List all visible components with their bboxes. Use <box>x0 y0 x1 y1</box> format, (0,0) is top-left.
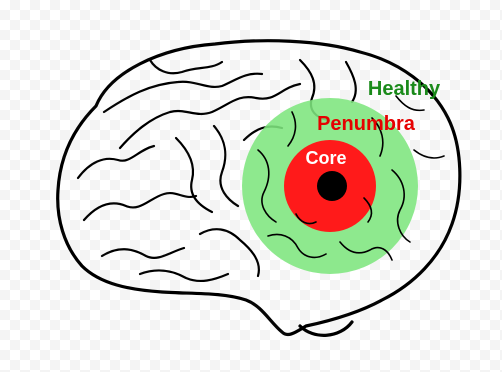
brain-fold <box>346 62 356 102</box>
core-label: Core <box>305 148 346 168</box>
brain-fold <box>140 271 228 281</box>
brain-fold <box>200 229 259 276</box>
brain-fold <box>176 138 212 212</box>
brain-fold <box>84 193 196 220</box>
healthy-label: Healthy <box>368 78 441 100</box>
brain-fold <box>414 150 444 158</box>
penumbra-label: Penumbra <box>317 113 416 135</box>
brain-fold <box>78 146 154 178</box>
brain-fold <box>150 60 222 73</box>
brain-fold <box>102 248 184 258</box>
brain-fold <box>104 74 262 112</box>
brain-fold <box>214 126 238 206</box>
core-dot <box>317 171 347 201</box>
